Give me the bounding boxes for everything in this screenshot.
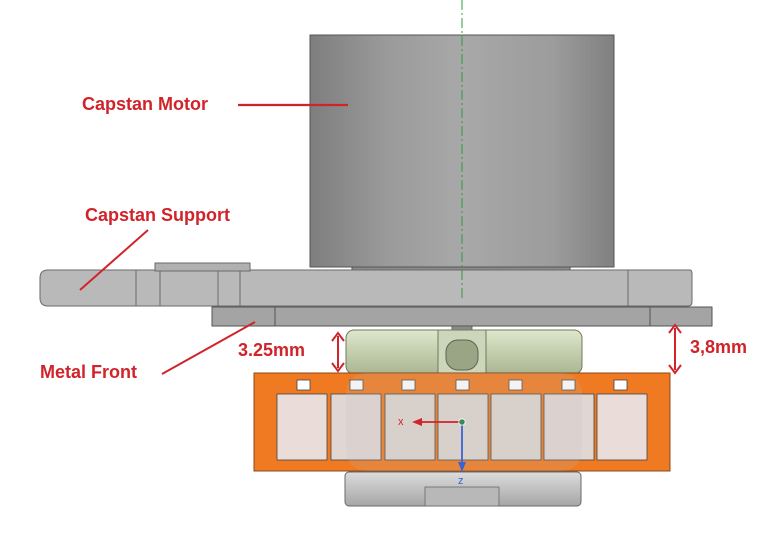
dimension-label-right: 3,8mm — [690, 337, 748, 357]
perforation — [508, 379, 523, 391]
coordinate-axes — [412, 418, 466, 472]
perforation — [455, 379, 470, 391]
capstan-support-label: Capstan Support — [85, 205, 231, 225]
x-axis-label: x — [398, 416, 404, 428]
capstan-motor-label: Capstan Motor — [82, 94, 208, 114]
metal-front — [211, 306, 713, 327]
film-frames — [276, 393, 648, 461]
leader-capstan-support — [79, 229, 149, 291]
film-frame — [276, 393, 328, 461]
film-perforations — [296, 379, 628, 391]
dimension-right — [668, 323, 682, 375]
leader-metal-front — [161, 321, 256, 375]
perforation — [613, 379, 628, 391]
film-frame — [490, 393, 542, 461]
film-frame — [330, 393, 382, 461]
lower-roller — [344, 471, 582, 507]
film-frame — [596, 393, 648, 461]
dimension-left — [331, 331, 345, 373]
perforation — [296, 379, 311, 391]
dimension-label-left: 3.25mm — [238, 340, 306, 360]
leader-lines — [79, 103, 348, 375]
perforation — [401, 379, 416, 391]
film-frame — [543, 393, 595, 461]
origin-point — [458, 418, 466, 426]
perforation — [561, 379, 576, 391]
metal-front-label: Metal Front — [40, 362, 137, 382]
capstan-roller — [345, 325, 583, 375]
capstan-support — [39, 262, 693, 307]
z-axis-label: z — [458, 475, 464, 487]
film-frame — [437, 393, 489, 461]
perforation — [349, 379, 364, 391]
film-frame — [384, 393, 436, 461]
